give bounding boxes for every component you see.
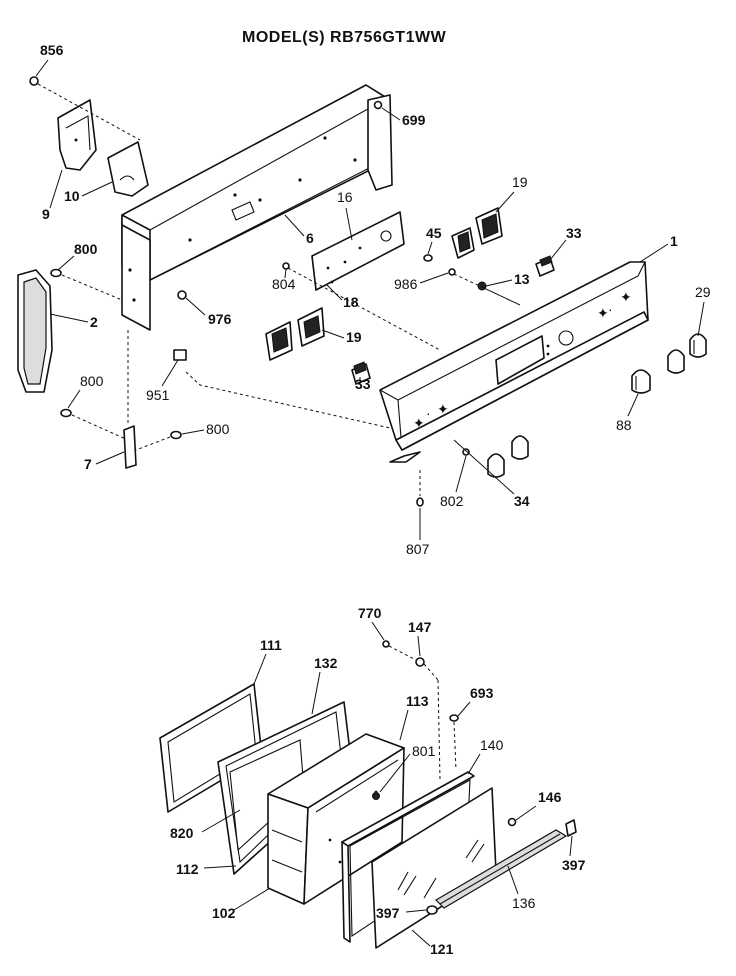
part-770-screw [382,640,417,661]
control-panel-assembly: ✦ · ✦ ✦ · ✦ [17,76,707,507]
label-856: 856 [40,42,64,58]
label-1: 1 [670,233,678,249]
screw-800-b [60,408,129,441]
part-951-clip [173,349,391,429]
label-112: 112 [176,861,199,877]
label-18: 18 [343,294,359,310]
label-113: 113 [406,693,429,709]
part-397-cap-left [426,905,438,915]
label-6: 6 [306,230,314,246]
lower-callouts: 770 147 111 132 693 113 801 140 820 146 … [170,605,586,957]
label-34: 34 [514,493,530,509]
svg-text:·: · [426,405,431,421]
screw-800-c [135,430,182,451]
svg-text:✦: ✦ [597,305,609,321]
part-147-fastener [415,657,441,781]
oven-door-assembly [159,640,577,949]
part-19-switch-upper [451,207,503,259]
upper-callouts: 856 699 10 9 6 16 19 45 33 1 800 804 18 … [35,42,711,557]
part-33-bracket-lower [351,361,371,385]
part-34-knob-b [487,453,505,478]
part-34-knob-a [511,435,529,460]
svg-text:✦: ✦ [620,289,632,305]
part-33-bracket-upper [535,255,555,277]
part-113-insulation [267,733,405,905]
label-140: 140 [480,737,504,753]
label-800-c: 800 [206,421,230,437]
label-770: 770 [358,605,382,621]
label-146: 146 [538,789,562,805]
part-9-bracket [57,99,97,171]
screw-699 [373,100,383,110]
part-19-switch-lower [265,307,325,361]
label-699: 699 [402,112,426,128]
label-807: 807 [406,541,430,557]
label-88: 88 [616,417,632,433]
diagram-title: MODEL(S) RB756GT1WW [242,29,447,46]
label-801: 801 [412,743,436,759]
label-19-upper: 19 [512,174,528,190]
label-121: 121 [430,941,454,957]
part-136-handle [435,829,568,909]
label-33-upper: 33 [566,225,582,241]
label-45: 45 [426,225,442,241]
part-1-control-panel: ✦ · ✦ ✦ · ✦ [379,261,649,463]
part-10-bracket [107,141,149,197]
screw-856 [29,76,141,141]
label-976: 976 [208,311,232,327]
part-693-screw [449,714,459,771]
label-136: 136 [512,895,536,911]
part-146-spacer [507,817,517,827]
screw-800-a [50,268,123,301]
svg-text:✦: ✦ [437,401,449,417]
part-986-nut [448,268,456,276]
label-986: 986 [394,276,418,292]
part-397-cap-right [565,819,577,837]
label-2: 2 [90,314,98,330]
label-29: 29 [695,284,711,300]
label-111: 111 [260,637,282,653]
part-7-clip [123,330,137,469]
label-951: 951 [146,387,170,403]
part-88-knob [631,369,651,394]
label-397-right: 397 [562,857,586,873]
svg-text:·: · [608,301,613,317]
part-6-rear-panel [121,84,393,331]
label-33-lower: 33 [355,376,371,392]
label-10: 10 [64,188,80,204]
label-19-lower: 19 [346,329,362,345]
part-801-screw [372,792,380,800]
label-820: 820 [170,825,194,841]
part-802-screw [462,448,470,456]
label-16: 16 [337,189,353,205]
label-800-a: 800 [74,241,98,257]
part-29-knob-b [667,349,685,374]
label-397-left: 397 [376,905,400,921]
part-29-knob-a [689,333,707,358]
label-7: 7 [84,456,92,472]
part-976-grommet [177,290,206,316]
label-147: 147 [408,619,432,635]
part-2-end-cap [17,269,53,393]
part-18-switch-plate [311,211,405,291]
label-800-b: 800 [80,373,104,389]
label-693: 693 [470,685,494,701]
label-802: 802 [440,493,464,509]
label-9: 9 [42,206,50,222]
label-102: 102 [212,905,236,921]
part-45-washer [423,254,433,262]
part-807-screw [416,470,424,507]
label-132: 132 [314,655,338,671]
label-804: 804 [272,276,296,292]
label-13: 13 [514,271,530,287]
